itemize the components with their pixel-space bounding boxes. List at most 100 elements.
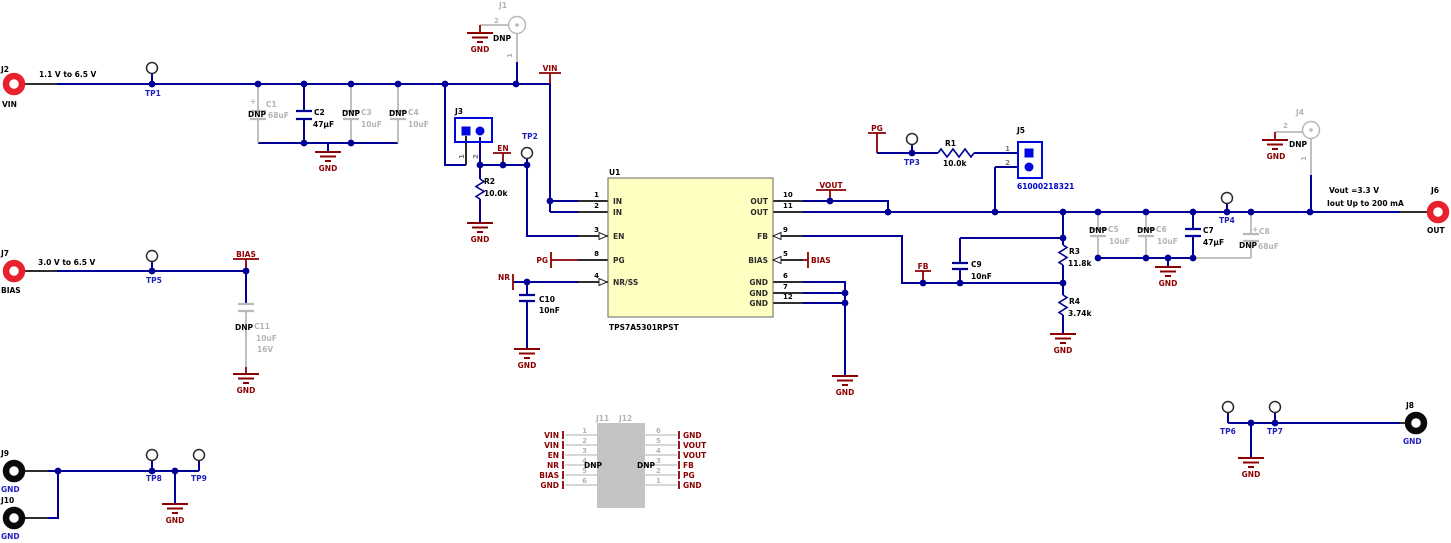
j6-net: OUT: [1427, 226, 1445, 235]
j4-pin1: 1: [1300, 156, 1308, 161]
header-pin-number: 1: [582, 427, 587, 435]
c10-ref: C10: [539, 295, 555, 304]
pin-number: 6: [783, 272, 788, 280]
tp6-label: TP6: [1220, 427, 1236, 436]
header-pin-number: 6: [656, 427, 661, 435]
c8-dnp: DNP: [1239, 241, 1258, 250]
pin-name: IN: [613, 197, 622, 206]
c3-dnp: DNP: [342, 109, 361, 118]
j5-pin1-pad: [1024, 148, 1034, 158]
gnd-label: GND: [1242, 470, 1261, 479]
r4-value: 3.74k: [1068, 309, 1093, 318]
header-net-label: VIN: [544, 441, 559, 450]
j10-net: GND: [1, 532, 20, 541]
header-net-label: FB: [683, 461, 694, 470]
c11-dnp: DNP: [235, 323, 254, 332]
gnd-label: GND: [1054, 346, 1073, 355]
tp3-pad: [905, 132, 919, 146]
j11-ref: J11: [595, 414, 609, 423]
resistor-r2-symbol: [474, 178, 486, 200]
tp2-label: TP2: [522, 132, 538, 141]
header-net-label: GND: [683, 431, 702, 440]
pin-number: 8: [594, 250, 599, 258]
pin-fb-arrow-icon: [771, 231, 782, 241]
c6-dnp: DNP: [1137, 226, 1156, 235]
c7-value: 47µF: [1203, 238, 1224, 247]
j5-body: [1017, 141, 1043, 179]
net-flags: VIN EN PG PG NR VOUT FB BIAS BIAS: [236, 64, 929, 282]
c7-ref: C7: [1203, 226, 1214, 235]
header-net-label: GND: [540, 481, 559, 490]
header-body: [597, 423, 645, 508]
cap-c4-symbol: [390, 109, 406, 121]
j10-jack: [2, 506, 26, 530]
j2-net: VIN: [2, 100, 17, 109]
j6-ref: J6: [1430, 186, 1439, 195]
c2-value: 47µF: [313, 120, 334, 129]
c1-value: 68uF: [268, 111, 289, 120]
header-pin-number: 4: [582, 457, 587, 465]
gnd-label: GND: [518, 361, 537, 370]
cap-c9-symbol: [952, 261, 968, 271]
header-net-label: VOUT: [683, 451, 707, 460]
pin-name: NR/SS: [613, 278, 638, 287]
j5-ref: J5: [1016, 126, 1025, 135]
pin-number: 4: [594, 272, 599, 280]
net-flag-ticks: [233, 25, 1276, 374]
j6-jack: [1426, 200, 1450, 224]
pin-name: FB: [757, 232, 768, 241]
j4-ref: J4: [1295, 108, 1304, 117]
pin-name: BIAS: [748, 256, 768, 265]
pin-number: 11: [783, 202, 793, 210]
net-flag-fb: FB: [918, 262, 929, 271]
junction-dots: [54, 80, 1314, 475]
c8-plus: +: [1252, 225, 1258, 234]
bias-voltage-note: 3.0 V to 6.5 V: [38, 258, 96, 267]
net-flag-bias: BIAS: [236, 250, 256, 259]
j9-ref: J9: [0, 449, 9, 458]
c6-ref: C6: [1156, 225, 1167, 234]
c11-ref: C11: [254, 322, 270, 331]
net-flag-pg-pin8: PG: [536, 256, 548, 265]
tp1-label: TP1: [145, 89, 161, 98]
j2-ref: J2: [0, 65, 9, 74]
c2-ref: C2: [314, 108, 325, 117]
tp5-pad: [145, 249, 159, 263]
tp8-pad: [145, 448, 159, 462]
cap-c11-symbol: [238, 302, 254, 313]
j8-ref: J8: [1405, 401, 1414, 410]
tp6-pad: [1221, 400, 1235, 414]
pin-bias-arrow-icon: [771, 255, 782, 265]
pin-number: 5: [783, 250, 788, 258]
pin-name: GND: [749, 289, 768, 298]
pin-number: 3: [594, 226, 599, 234]
net-flag-vout: VOUT: [819, 181, 843, 190]
capacitors: + C1 DNP 68uF C2 47µF DNP C3 10uF DNP C4…: [235, 97, 1279, 354]
header-net-label: VIN: [544, 431, 559, 440]
j1-jack-center: [515, 23, 519, 27]
iout-note: Iout Up to 200 mA: [1327, 199, 1404, 208]
cap-c8-symbol: [1243, 232, 1259, 243]
c3-ref: C3: [361, 108, 372, 117]
c1-ref: C1: [266, 100, 277, 109]
pin-name: GND: [749, 299, 768, 308]
c4-value: 10uF: [408, 120, 429, 129]
header-net-label: VOUT: [683, 441, 707, 450]
c11-rating: 16V: [257, 345, 273, 354]
r1-ref: R1: [945, 139, 956, 148]
gnd-label: GND: [319, 164, 338, 173]
c1-plus: +: [250, 97, 256, 106]
net-flag-pg: PG: [871, 124, 883, 133]
header-pin-number: 3: [656, 457, 661, 465]
r1-value: 10.0k: [943, 159, 968, 168]
gnd-label: GND: [1267, 152, 1286, 161]
cap-c3-symbol: [343, 109, 359, 121]
header-net-label: BIAS: [539, 471, 559, 480]
cap-c7-symbol: [1185, 227, 1201, 238]
pin-name: OUT: [750, 197, 768, 206]
r3-value: 11.8k: [1068, 259, 1093, 268]
c9-ref: C9: [971, 260, 982, 269]
connector-j4: J4 2 1 DNP: [1283, 108, 1321, 161]
pin-nrss-arrow-icon: [598, 277, 609, 287]
